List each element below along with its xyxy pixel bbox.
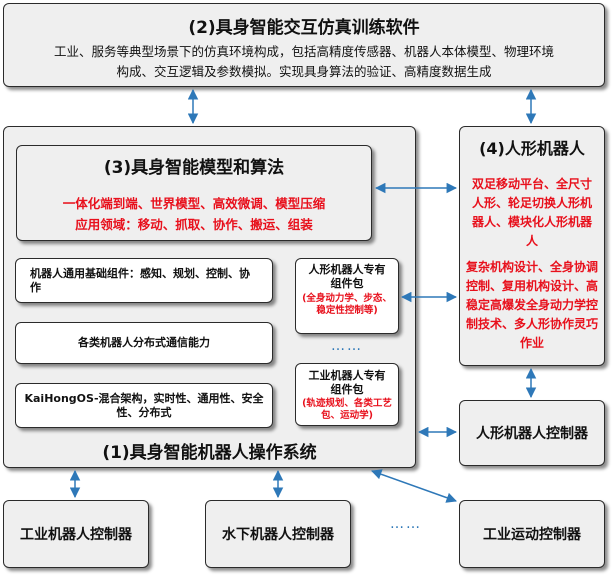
humanoid-controller-box: 人形机器人控制器 xyxy=(459,400,605,466)
industrial-package-detail: (轨迹规划、各类工艺包、运动学) xyxy=(302,398,392,421)
controllers-ellipsis: …… xyxy=(390,516,422,532)
humanoid-package-box: 人形机器人专有组件包 (全身动力学、步态、稳定性控制等) xyxy=(295,258,399,334)
simulation-software-box: (2)具身智能交互仿真训练软件 工业、服务等典型场景下的仿真环境构成，包括高精度… xyxy=(3,3,605,87)
os-to-motion-controller-arrow xyxy=(371,469,457,503)
underwater-controller-label: 水下机器人控制器 xyxy=(222,527,334,543)
model-algorithm-line1: 一体化端到端、世界模型、高效微调、模型压缩 xyxy=(62,196,326,211)
humanoid-robot-title: (4)人形机器人 xyxy=(479,139,585,158)
industrial-package-box: 工业机器人专有组件包 (轨迹规划、各类工艺包、运动学) xyxy=(295,363,399,426)
humanoid-package-title: 人形机器人专有组件包 xyxy=(308,263,386,290)
motion-controller-label: 工业运动控制器 xyxy=(483,527,581,543)
distributed-comm-box: 各类机器人分布式通信能力 xyxy=(15,322,273,364)
humanoid-robot-box: (4)人形机器人 双足移动平台、全尺寸人形、轮足切换人形机器人、模块化人形机器人… xyxy=(459,126,605,366)
model-algorithm-line2: 应用领域：移动、抓取、协作、搬运、组装 xyxy=(75,217,313,232)
industrial-controller-box: 工业机器人控制器 xyxy=(3,500,149,568)
humanoid-package-detail: (全身动力学、步态、稳定性控制等) xyxy=(302,293,392,316)
basic-components-box: 机器人通用基础组件：感知、规划、控制、协作 xyxy=(15,258,273,303)
industrial-controller-label: 工业机器人控制器 xyxy=(20,527,132,543)
motion-controller-box: 工业运动控制器 xyxy=(459,500,605,568)
kaihongos-box: KaiHongOS-混合架构，实时性、通用性、安全性、分布式 xyxy=(15,383,273,428)
simulation-software-desc-line1: 工业、服务等典型场景下的仿真环境构成，包括高精度传感器、机器人本体模型、物理环境 xyxy=(53,44,554,59)
distributed-comm-text: 各类机器人分布式通信能力 xyxy=(78,336,210,349)
os-ellipsis: …… xyxy=(331,338,363,354)
model-algorithm-title: (3)具身智能模型和算法 xyxy=(103,158,285,178)
simulation-software-desc-line2: 构成、交互逻辑及参数模拟。实现具身算法的验证、高精度数据生成 xyxy=(116,64,492,79)
industrial-package-title: 工业机器人专有组件包 xyxy=(308,369,386,396)
kaihongos-text: KaiHongOS-混合架构，实时性、通用性、安全性、分布式 xyxy=(24,391,264,419)
underwater-controller-box: 水下机器人控制器 xyxy=(205,500,351,568)
humanoid-controller-label: 人形机器人控制器 xyxy=(476,426,588,442)
basic-components-text: 机器人通用基础组件：感知、规划、控制、协作 xyxy=(30,266,250,294)
humanoid-robot-techniques: 复杂机构设计、全身协调控制、复用机构设计、高稳定高爆发全身动力学控制技术、多人形… xyxy=(466,260,599,350)
model-algorithm-box: (3)具身智能模型和算法 一体化端到端、世界模型、高效微调、模型压缩 应用领域：… xyxy=(16,145,372,241)
humanoid-robot-platforms: 双足移动平台、全尺寸人形、轮足切换人形机器人、模块化人形机器人 xyxy=(471,177,592,248)
operating-system-title: (1)具身智能机器人操作系统 xyxy=(102,443,317,463)
simulation-software-title: (2)具身智能交互仿真训练软件 xyxy=(188,18,420,38)
